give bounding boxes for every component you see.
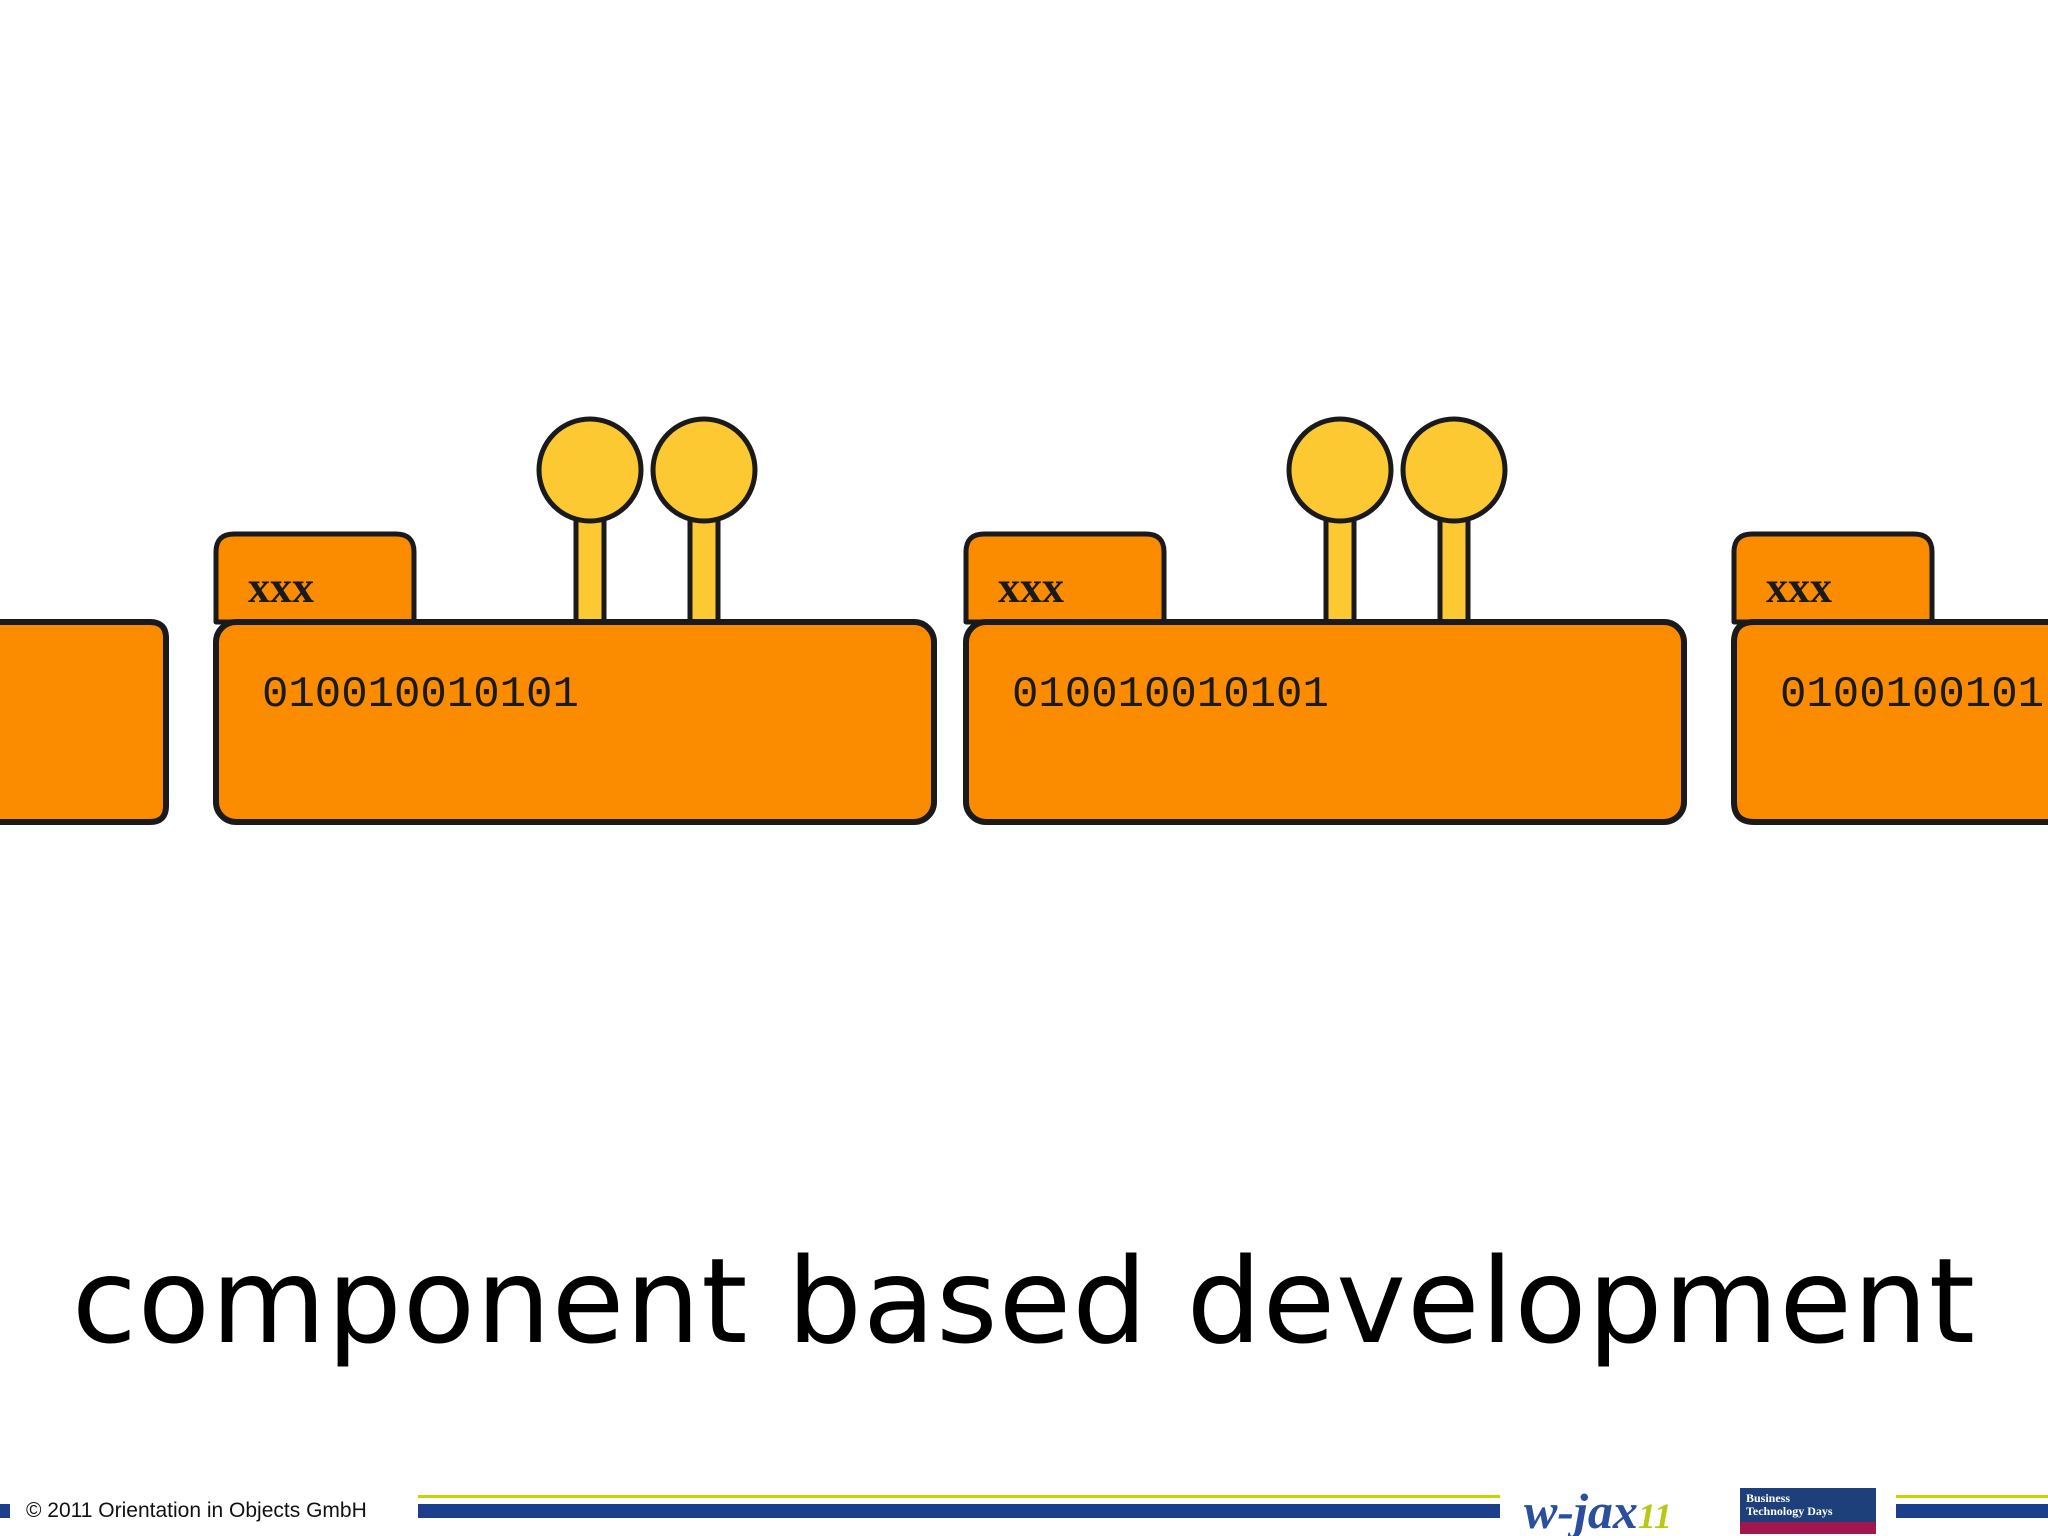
footer-bar-right bbox=[1896, 1504, 2048, 1518]
component-2: xxx 010010010101 bbox=[963, 416, 1687, 825]
business-technology-days-logo: Business Technology Days bbox=[1740, 1488, 1876, 1534]
component-1-body bbox=[213, 619, 937, 825]
footer-bar bbox=[418, 1504, 1500, 1518]
component-2-body bbox=[963, 619, 1687, 825]
footer: © 2011 Orientation in Objects GmbH w-jax… bbox=[0, 1480, 2048, 1536]
component-2-tab bbox=[963, 531, 1167, 625]
component-partial-left bbox=[0, 619, 169, 825]
component-3-body bbox=[1731, 619, 2048, 825]
wjax-logo: w-jax11 bbox=[1520, 1480, 1720, 1536]
component-3-body-label: 0100100101 bbox=[1780, 670, 2044, 720]
component-3: xxx 0100100101 bbox=[1731, 531, 2048, 825]
component-3-tab bbox=[1731, 531, 1935, 625]
btd-logo-line2: Technology Days bbox=[1746, 1504, 1833, 1518]
port-2b bbox=[1400, 416, 1508, 627]
port-2a bbox=[1286, 416, 1394, 627]
component-1-tab bbox=[213, 531, 417, 625]
slide-title: component based development bbox=[71, 1232, 1977, 1370]
component-2-tab-label: xxx bbox=[998, 563, 1064, 612]
port-1a bbox=[536, 416, 644, 627]
footer-bar-left bbox=[0, 1504, 10, 1518]
component-2-body-label: 010010010101 bbox=[1012, 670, 1329, 720]
footer-bar-right-accent bbox=[1896, 1495, 2048, 1498]
footer-bar-accent bbox=[418, 1495, 1500, 1498]
wjax-logo-number: 11 bbox=[1637, 1496, 1672, 1536]
component-1-tab-label: xxx bbox=[248, 563, 314, 612]
btd-logo-line1: Business bbox=[1746, 1491, 1791, 1505]
component-3-tab-label: xxx bbox=[1766, 563, 1832, 612]
component-1-body-label: 010010010101 bbox=[262, 670, 579, 720]
component-1: xxx 010010010101 bbox=[213, 416, 937, 825]
port-1b bbox=[650, 416, 758, 627]
wjax-logo-text: w-jax bbox=[1524, 1483, 1638, 1536]
btd-logo-strip bbox=[1740, 1522, 1876, 1534]
copyright-text: © 2011 Orientation in Objects GmbH bbox=[26, 1499, 367, 1522]
